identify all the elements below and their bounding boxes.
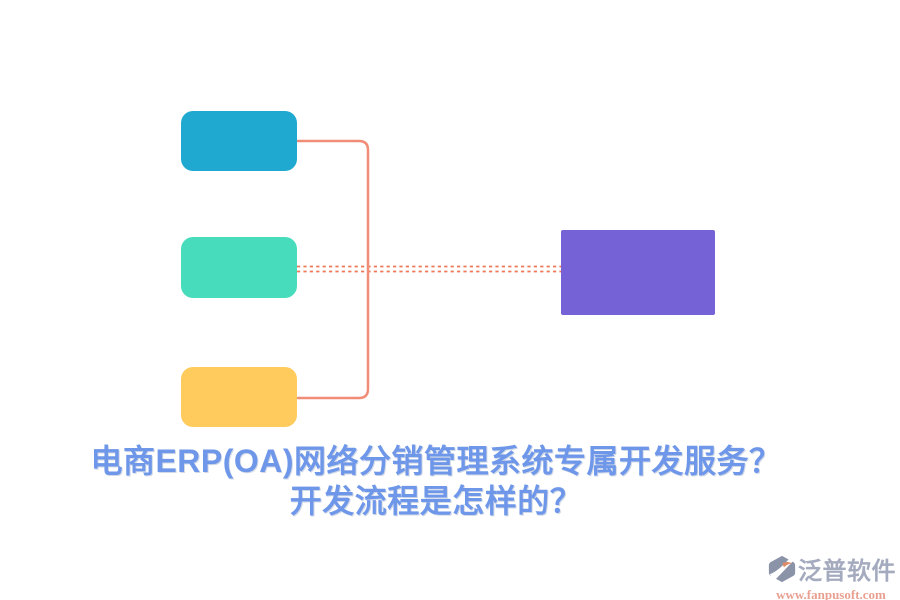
diagram-node-target	[561, 230, 715, 315]
diagram-node-middle	[181, 237, 297, 298]
page-title: 电商ERP(OA)网络分销管理系统专属开发服务？ 开发流程是怎样的？	[0, 441, 872, 521]
dashed-connector	[297, 265, 561, 273]
fanpu-logo-icon	[768, 555, 796, 582]
bracket-connector	[296, 139, 370, 400]
brand-name: 泛普软件	[798, 558, 896, 585]
diagram-node-top	[181, 111, 297, 171]
brand-watermark: 泛普软件 www.fanpusoft.com	[768, 551, 896, 600]
title-line-1: 电商ERP(OA)网络分销管理系统专属开发服务？	[90, 443, 782, 479]
brand-row: 泛普软件	[768, 551, 896, 586]
diagram-node-bottom	[181, 367, 297, 427]
brand-website: www.fanpusoft.com	[776, 587, 886, 600]
title-line-2: 开发流程是怎样的？	[289, 483, 583, 519]
